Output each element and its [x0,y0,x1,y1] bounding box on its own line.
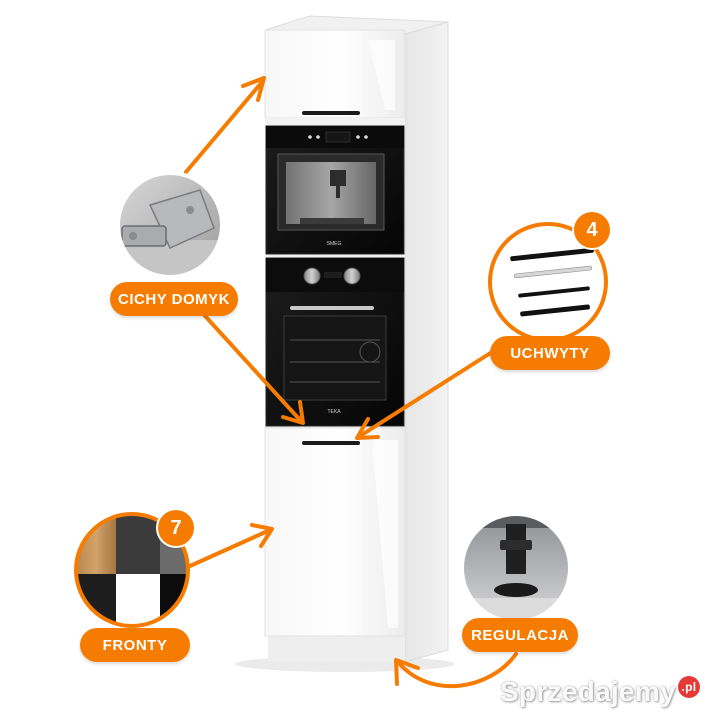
oven-knob-left [303,267,321,285]
fronts-detail [74,512,190,628]
hinge-screw [186,206,194,214]
oven-window [283,315,387,401]
foot-collar [500,540,532,550]
tall-cabinet: SMEG TEKA [264,15,449,663]
oven-knob-right [343,267,361,285]
oven-brand: TEKA [327,409,341,415]
arrow-to-handle [358,350,494,438]
watermark: Sprzedajemy.pl [500,676,700,708]
coffee-spout-nozzle [336,186,340,198]
arrow-to-feet [396,652,518,689]
coffee-drip-tray [300,218,364,224]
feet-detail [460,512,572,624]
coffee-brand: SMEG [327,241,342,247]
lower-door-reflection [372,440,398,628]
coffee-spout [330,170,346,186]
handles-count-badge: 4 [572,210,612,250]
coffee-machine: SMEG [265,125,405,255]
front-swatch-graphite [116,514,160,574]
oven: TEKA [265,257,405,427]
arrowhead [355,417,380,440]
feet-label: REGULACJA [462,618,578,652]
arrowhead [241,76,266,102]
foot-base [494,583,538,597]
watermark-text: Sprzedajemy [499,676,676,707]
coffee-button [356,135,360,139]
coffee-display [325,131,351,143]
front-swatch-white [116,574,160,626]
upper-door-handle [302,111,360,115]
handle-sample [518,286,590,298]
coffee-button [364,135,368,139]
fronts-count-badge: 7 [156,508,196,548]
fronts-label: FRONTY [80,628,190,662]
cabinet-plinth [268,636,405,662]
hinge-plate [121,225,167,247]
lower-door-handle [302,441,360,445]
handle-sample [513,265,593,279]
arrowhead [394,658,420,686]
arrow-to-upper-door [184,80,264,174]
callout-arrows [184,76,518,689]
oven-fan [359,341,381,363]
upper-door-reflection [368,40,395,110]
handles-label: UCHWYTY [490,336,610,370]
hinge-label: CICHY DOMYK [110,282,238,316]
arrowhead [281,400,305,425]
oven-timer [324,272,342,278]
arrowhead [250,523,274,548]
coffee-button [308,135,312,139]
hinge-screw [129,232,137,240]
handles-detail [488,222,608,342]
cabinet-side-panel [404,21,449,663]
oven-handle [290,306,374,310]
watermark-tld: .pl [678,676,700,698]
coffee-button [316,135,320,139]
arrow-to-lower-hinge [194,304,302,422]
hinge-detail [116,171,224,279]
handle-sample [510,247,594,262]
arrow-to-front [188,528,272,568]
handle-sample [520,304,590,317]
